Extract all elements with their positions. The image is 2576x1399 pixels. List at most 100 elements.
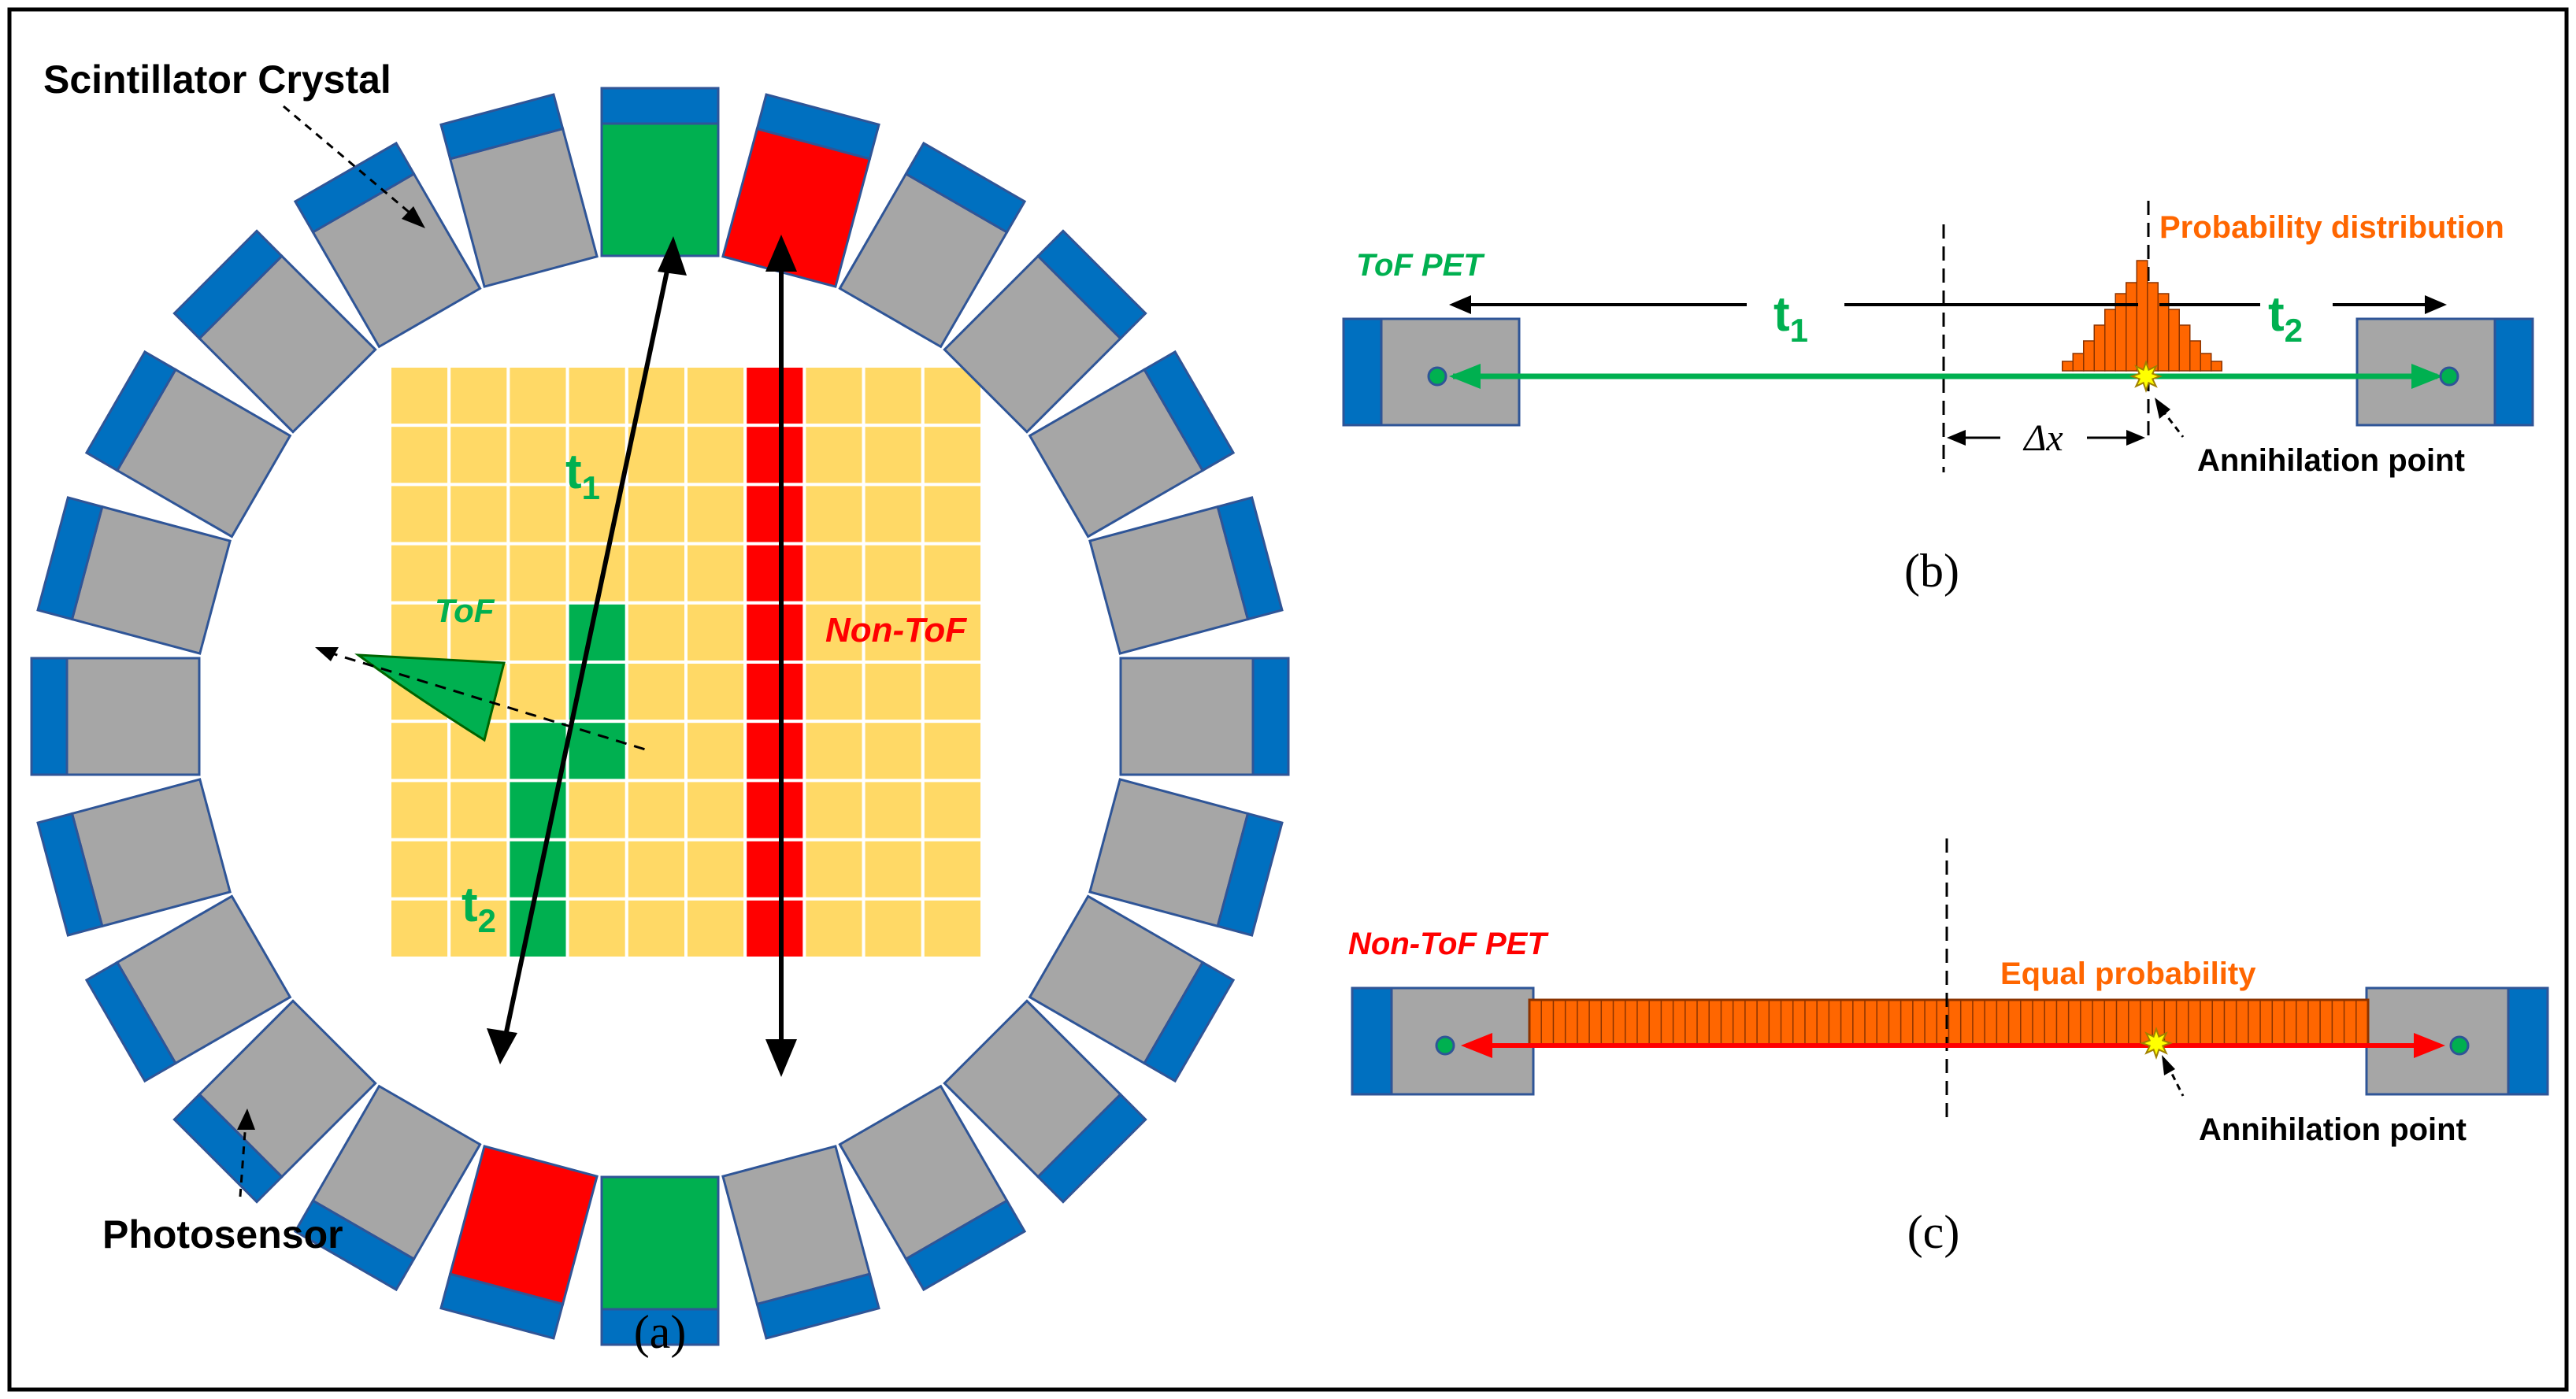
histogram-bin (2093, 324, 2106, 372)
detector-block (30, 657, 201, 776)
grid-cell (862, 542, 925, 605)
grid-cell (743, 720, 806, 783)
detector-left-photosensor-b (1342, 317, 1383, 427)
grid-cell (743, 483, 806, 546)
photosensor (904, 1199, 1027, 1292)
histogram-bin (2168, 309, 2180, 372)
detector-block (1088, 496, 1284, 655)
detector-block (36, 496, 232, 655)
histogram-bin (2178, 324, 2191, 372)
grid-cell (565, 365, 628, 427)
detector-block (1028, 894, 1236, 1083)
grid-cell (506, 897, 569, 960)
detector-ring (30, 87, 1290, 1346)
nontof-pet-title: Non-ToF PET (1348, 927, 1549, 961)
grid-cell (802, 424, 865, 487)
grid-cell (921, 897, 984, 960)
histogram-bin (2147, 282, 2159, 372)
grid-cell (684, 542, 747, 605)
lor-tof-arrowhead-top (658, 236, 687, 276)
scintillator-crystal (65, 657, 201, 776)
grid-cell (506, 720, 569, 783)
scintillator-pointer-head (402, 206, 425, 228)
grid-cell (862, 661, 925, 724)
annihilation-pointer-head-c (2162, 1055, 2175, 1075)
grid-cell (862, 779, 925, 842)
detector-block (838, 1084, 1027, 1292)
grid-cell (565, 897, 628, 960)
histogram-bin (2126, 282, 2137, 372)
histogram-bin (2072, 353, 2085, 372)
detector-block (439, 93, 599, 288)
grid-cell (625, 542, 688, 605)
detector-block (1028, 350, 1236, 539)
photosensor (439, 1272, 565, 1340)
scintillator-crystal (600, 1175, 720, 1311)
grid-cell (625, 424, 688, 487)
detector-block (721, 93, 880, 288)
annihilation-label-b: Annihilation point (2197, 443, 2465, 478)
histogram-bin (2136, 260, 2148, 372)
annihilation-pointer-b (2160, 409, 2185, 438)
nontof-label: Non-ToF (825, 611, 967, 650)
grid-cell (625, 720, 688, 783)
histogram-bin (2189, 340, 2201, 372)
grid-cell (921, 661, 984, 724)
detector-point-right-c (2449, 1035, 2470, 1056)
grid-cell (625, 838, 688, 901)
grid-cell (862, 720, 925, 783)
detector-block (838, 141, 1027, 349)
grid-cell (506, 542, 569, 605)
grid-cell (862, 365, 925, 427)
detector-block (439, 1145, 599, 1340)
histogram-bin (2200, 353, 2212, 372)
detector-block (172, 229, 377, 434)
lor-tof (502, 259, 672, 1044)
grid-cell (862, 424, 925, 487)
grid-cell (802, 365, 865, 427)
dx-label: Δx (2022, 417, 2063, 459)
photosensor (30, 657, 69, 776)
star-icon (2129, 359, 2163, 394)
lor-c-arrowhead-right (2414, 1033, 2445, 1058)
grid-cell (802, 897, 865, 960)
detector-point-left-b (1427, 366, 1447, 387)
panel-b: t1 t2 Δx Annihilation point Probability … (1342, 201, 2534, 597)
histogram-bin (2062, 361, 2074, 372)
t2-arrowhead-b (2425, 295, 2447, 314)
lor-b-arrowhead-left (1449, 364, 1481, 389)
photosensor-label: Photosensor (102, 1212, 343, 1257)
grid-cell (684, 838, 747, 901)
grid-cell (625, 483, 688, 546)
probability-histogram (2062, 260, 2222, 372)
caption-a: (a) (634, 1306, 687, 1358)
grid-cell (447, 838, 510, 901)
photosensor (755, 93, 880, 161)
detector-left-photosensor-c (1351, 986, 1393, 1096)
caption-b: (b) (1904, 545, 1959, 597)
grid-cell (447, 779, 510, 842)
lor-nontof-arrowhead-top (765, 235, 797, 272)
photosensor (1143, 960, 1236, 1083)
grid-cell (802, 720, 865, 783)
grid-cell (802, 838, 865, 901)
star-icon (2139, 1026, 2174, 1060)
grid-cell (684, 365, 747, 427)
grid-cell (506, 601, 569, 664)
grid-cell (802, 542, 865, 605)
scintillator-label: Scintillator Crystal (43, 57, 391, 102)
photosensor (1036, 1093, 1147, 1204)
photosensor (172, 1093, 284, 1204)
grid-cell (921, 483, 984, 546)
grid-cell (388, 424, 451, 487)
photosensor (755, 1272, 880, 1340)
grid-cell (388, 720, 451, 783)
grid-cell (921, 838, 984, 901)
detector-right-photosensor-b (2493, 317, 2534, 427)
grid-cell (921, 542, 984, 605)
grid-cell (506, 661, 569, 724)
scintillator-crystal (600, 122, 720, 257)
detector-block (721, 1145, 880, 1340)
photosensor (600, 87, 720, 125)
